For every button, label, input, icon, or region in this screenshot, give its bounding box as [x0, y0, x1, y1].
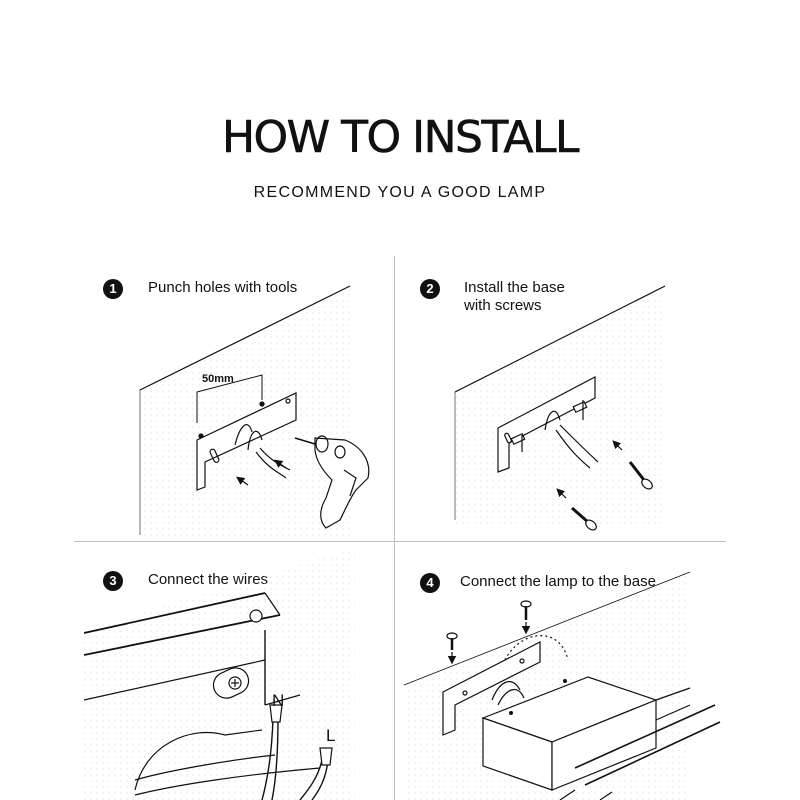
step-1-badge: 1 [103, 279, 123, 299]
screw-icon [571, 506, 597, 531]
step-1-illustration: 50mm [139, 285, 370, 540]
lamp-tube [574, 704, 716, 769]
screw-icon [628, 461, 653, 490]
step-2-badge: 2 [420, 279, 440, 299]
wire-connector-n [269, 704, 283, 723]
step-2-illustration [454, 285, 666, 531]
horizontal-divider [74, 541, 726, 542]
step-4-badge: 4 [420, 573, 440, 593]
wall-anchor-left [510, 432, 526, 446]
wall-edge-line [454, 285, 666, 393]
dimension-label: 50mm [202, 373, 234, 385]
bracket-slot [209, 448, 220, 463]
screw-icon [446, 632, 458, 650]
page-title: HOW TO INSTALL [221, 112, 580, 164]
step-3-illustration: N L [83, 548, 355, 800]
wire-label-l: L [326, 726, 335, 745]
hole-mark-right [259, 401, 265, 407]
screw-icon [520, 600, 532, 620]
mounting-bracket [196, 392, 297, 491]
wall-edge-line [139, 285, 351, 391]
mount-hole [249, 609, 263, 623]
step-2-text: Install the base with screws [464, 279, 565, 314]
wire-label-n: N [272, 691, 284, 710]
step-3-badge: 3 [103, 571, 123, 591]
mounting-bracket [442, 641, 541, 736]
wire-connector-l [319, 747, 333, 766]
page-subtitle: RECOMMEND YOU A GOOD LAMP [253, 184, 547, 201]
step-4-text: Connect the lamp to the base [460, 573, 656, 590]
drill-icon [294, 435, 370, 529]
vertical-divider [394, 256, 395, 800]
step-1-text: Punch holes with tools [148, 279, 298, 296]
step-4-illustration [403, 571, 721, 800]
